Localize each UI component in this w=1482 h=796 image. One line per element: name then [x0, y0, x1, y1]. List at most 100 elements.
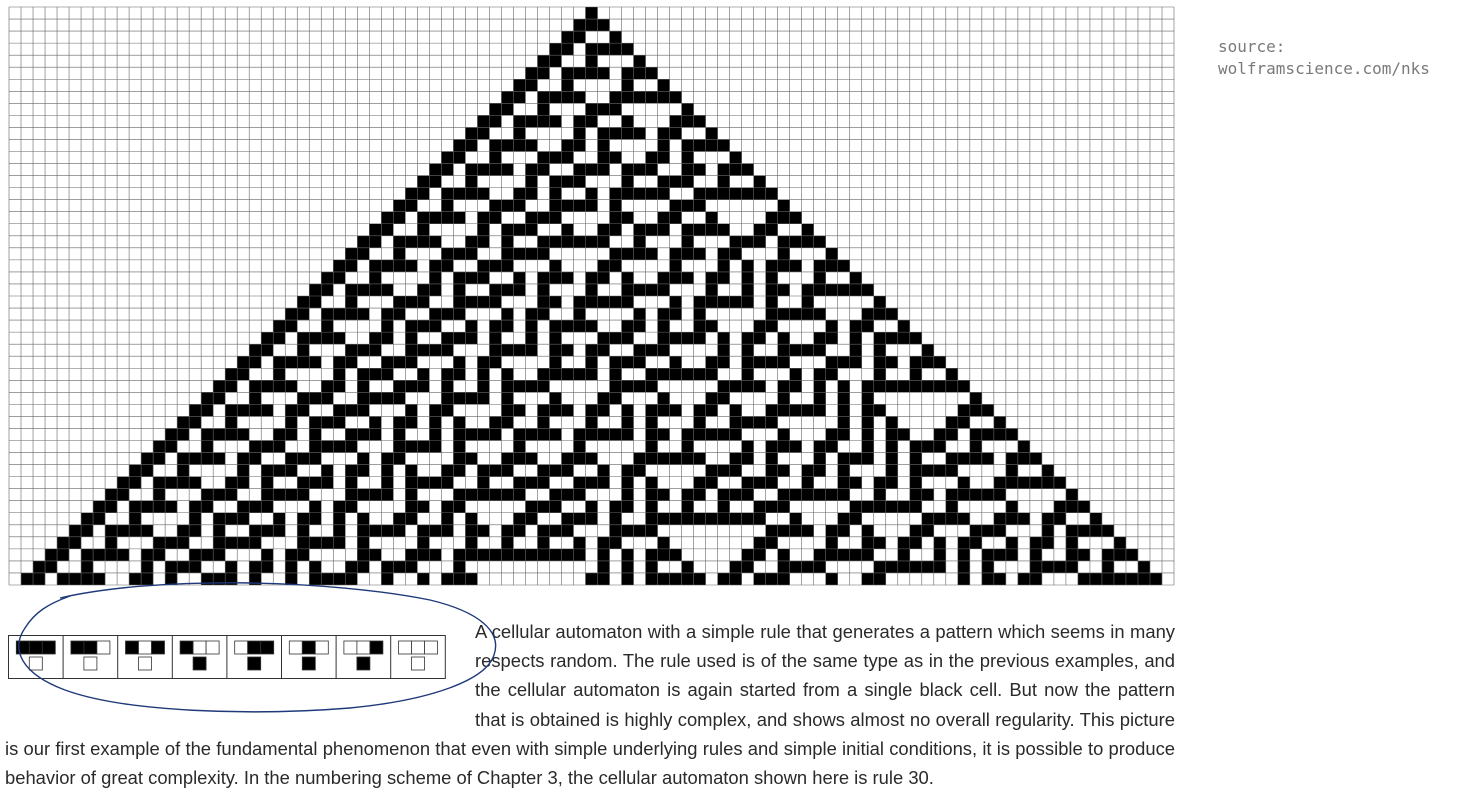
ca-cell-black	[357, 368, 370, 381]
ca-cell-black	[405, 199, 418, 212]
ca-cell-black	[537, 428, 550, 441]
ca-cell-black	[933, 440, 946, 453]
ca-cell-black	[669, 512, 682, 525]
ca-cell-black	[513, 79, 526, 92]
ca-cell-black	[453, 464, 466, 477]
ca-cell-black	[705, 476, 718, 489]
ca-cell-black	[633, 308, 646, 321]
ca-cell-black	[549, 199, 562, 212]
ca-cell-black	[789, 380, 802, 393]
ca-cell-black	[645, 380, 658, 393]
ca-cell-black	[309, 512, 322, 525]
ca-cell-black	[909, 464, 922, 477]
ca-cell-black	[537, 476, 550, 489]
ca-cell-black	[453, 211, 466, 224]
ca-cell-black	[249, 560, 262, 574]
ca-cell-black	[357, 283, 370, 297]
ca-cell-black	[273, 332, 286, 345]
ca-cell-black	[621, 271, 634, 285]
ca-cell-black	[669, 368, 682, 381]
ca-cell-black	[477, 392, 490, 405]
ca-cell-black	[669, 259, 682, 272]
ca-cell-black	[477, 223, 490, 236]
ca-cell-black	[285, 560, 298, 574]
ca-cell-black	[153, 500, 166, 513]
ca-cell-black	[333, 380, 346, 393]
ca-cell-black	[405, 488, 418, 501]
ca-cell-black	[345, 344, 358, 357]
ca-cell-black	[573, 235, 586, 248]
ca-cell-black	[1041, 560, 1054, 574]
ca-cell-black	[57, 572, 70, 586]
ca-cell-black	[777, 332, 790, 345]
ca-cell-black	[837, 524, 850, 537]
ca-cell-black	[489, 332, 502, 345]
ca-cell-black	[537, 464, 550, 477]
ca-cell-black	[525, 500, 538, 513]
ca-cell-black	[849, 332, 862, 345]
ca-cell-black	[813, 392, 826, 405]
ca-cell-black	[741, 344, 754, 357]
ca-cell-black	[957, 452, 970, 465]
ca-cell-black	[501, 163, 514, 176]
ca-cell-black	[765, 524, 778, 537]
ca-cell-black	[633, 283, 646, 297]
ca-cell-black	[609, 536, 622, 549]
ca-cell-black	[981, 404, 994, 417]
ca-cell-black	[201, 392, 214, 405]
ca-cell-black	[585, 476, 598, 489]
ca-cell-black	[525, 320, 538, 333]
ca-cell-black	[537, 296, 550, 309]
ca-cell-black	[393, 308, 406, 321]
ca-cell-black	[981, 452, 994, 465]
ca-cell-black	[1077, 572, 1090, 586]
ca-cell-black	[717, 139, 730, 152]
ca-cell-black	[945, 512, 958, 525]
ca-cell-black	[645, 404, 658, 417]
ca-cell-black	[849, 271, 862, 285]
ca-cell-black	[297, 536, 310, 549]
ca-cell-black	[549, 43, 562, 56]
source-url[interactable]: wolframscience.com/nks	[1218, 59, 1430, 78]
ca-cell-black	[501, 404, 514, 417]
ca-cell-black	[645, 452, 658, 465]
ca-cell-black	[993, 488, 1006, 501]
ca-cell-black	[621, 296, 634, 309]
ca-cell-black	[741, 548, 754, 561]
ca-cell-black	[381, 368, 394, 381]
ca-cell-black	[729, 464, 742, 477]
ca-cell-black	[777, 488, 790, 501]
ca-cell-black	[285, 452, 298, 465]
ca-cell-black	[573, 19, 586, 32]
ca-cell-black	[1113, 572, 1127, 586]
ca-cell-black	[465, 512, 478, 525]
ca-cell-black	[501, 380, 514, 393]
ca-cell-black	[573, 127, 586, 140]
ca-cell-black	[489, 344, 502, 357]
ca-cell-black	[837, 380, 850, 393]
ca-cell-black	[765, 452, 778, 465]
ca-cell-black	[333, 416, 346, 429]
ca-cell-black	[333, 332, 346, 345]
ca-cell-black	[177, 524, 190, 537]
ca-cell-black	[585, 404, 598, 417]
ca-cell-black	[285, 404, 298, 417]
ca-cell-black	[213, 380, 226, 393]
ca-cell-black	[1113, 548, 1127, 561]
ca-cell-black	[777, 308, 790, 321]
ca-cell-black	[549, 332, 562, 345]
ca-cell-black	[969, 392, 982, 405]
ca-cell-black	[765, 476, 778, 489]
ca-cell-black	[621, 43, 634, 56]
ca-cell-black	[801, 235, 814, 248]
ca-cell-black	[513, 344, 526, 357]
ca-cell-black	[585, 416, 598, 429]
ca-cell-black	[1005, 464, 1018, 477]
ca-cell-black	[525, 512, 538, 525]
ca-cell-black	[453, 500, 466, 513]
ca-cell-black	[753, 548, 766, 561]
ca-cell-black	[489, 211, 502, 224]
ca-cell-black	[885, 476, 898, 489]
ca-cell-black	[825, 259, 838, 272]
ca-cell-black	[969, 488, 982, 501]
